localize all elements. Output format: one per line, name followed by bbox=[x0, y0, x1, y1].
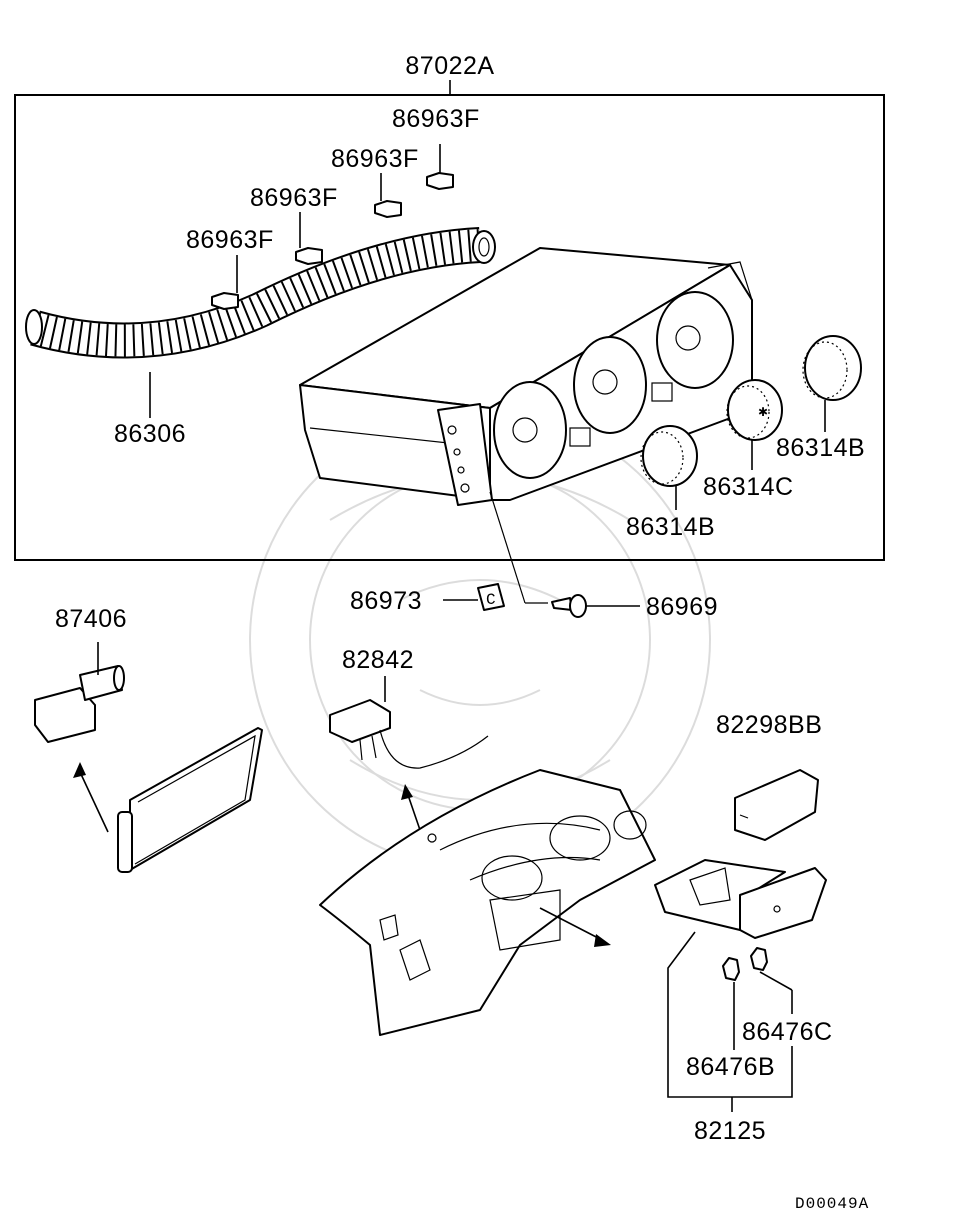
label-knob-b-left: 86314B bbox=[626, 513, 715, 541]
screw bbox=[551, 594, 587, 618]
label-assembly: 87022A bbox=[405, 52, 494, 80]
box bbox=[654, 859, 827, 939]
lid bbox=[734, 769, 819, 841]
bulb-c bbox=[750, 947, 768, 971]
label-bulb-b: 86476B bbox=[686, 1053, 775, 1081]
label-bulb-3: 86963F bbox=[250, 184, 338, 212]
label-box: 82125 bbox=[694, 1117, 766, 1145]
label-sensor-harness: 82842 bbox=[342, 646, 414, 674]
bulb-2 bbox=[374, 173, 402, 218]
control-unit bbox=[299, 247, 753, 506]
clip: C bbox=[477, 583, 505, 611]
label-lid: 82298BB bbox=[716, 711, 822, 739]
bulb-4 bbox=[211, 255, 239, 310]
label-knob-c: 86314C bbox=[703, 473, 794, 501]
knob-left bbox=[640, 425, 698, 487]
label-bulb-c: 86476C bbox=[742, 1018, 833, 1046]
evaporator bbox=[117, 727, 263, 873]
label-knob-b-right: 86314B bbox=[776, 434, 865, 462]
knob-right bbox=[802, 335, 862, 401]
sensor bbox=[34, 665, 125, 743]
svg-text:C: C bbox=[486, 591, 497, 609]
knob-center: ✱ bbox=[726, 379, 783, 441]
bulb-1 bbox=[426, 144, 454, 190]
label-duct: 86306 bbox=[114, 420, 186, 448]
dashboard bbox=[319, 769, 656, 1036]
label-bulb-4: 86963F bbox=[186, 226, 274, 254]
svg-text:✱: ✱ bbox=[758, 405, 768, 419]
label-screw: 86969 bbox=[646, 593, 718, 621]
figure-code: D00049A bbox=[795, 1195, 869, 1210]
sensor-harness bbox=[329, 699, 489, 769]
label-sensor: 87406 bbox=[55, 605, 127, 633]
label-clip: 86973 bbox=[350, 587, 422, 615]
bulb-b bbox=[722, 957, 740, 981]
label-bulb-2: 86963F bbox=[331, 145, 419, 173]
duct-hose bbox=[25, 227, 496, 359]
label-bulb-1: 86963F bbox=[392, 105, 480, 133]
bulb-3 bbox=[295, 212, 323, 265]
